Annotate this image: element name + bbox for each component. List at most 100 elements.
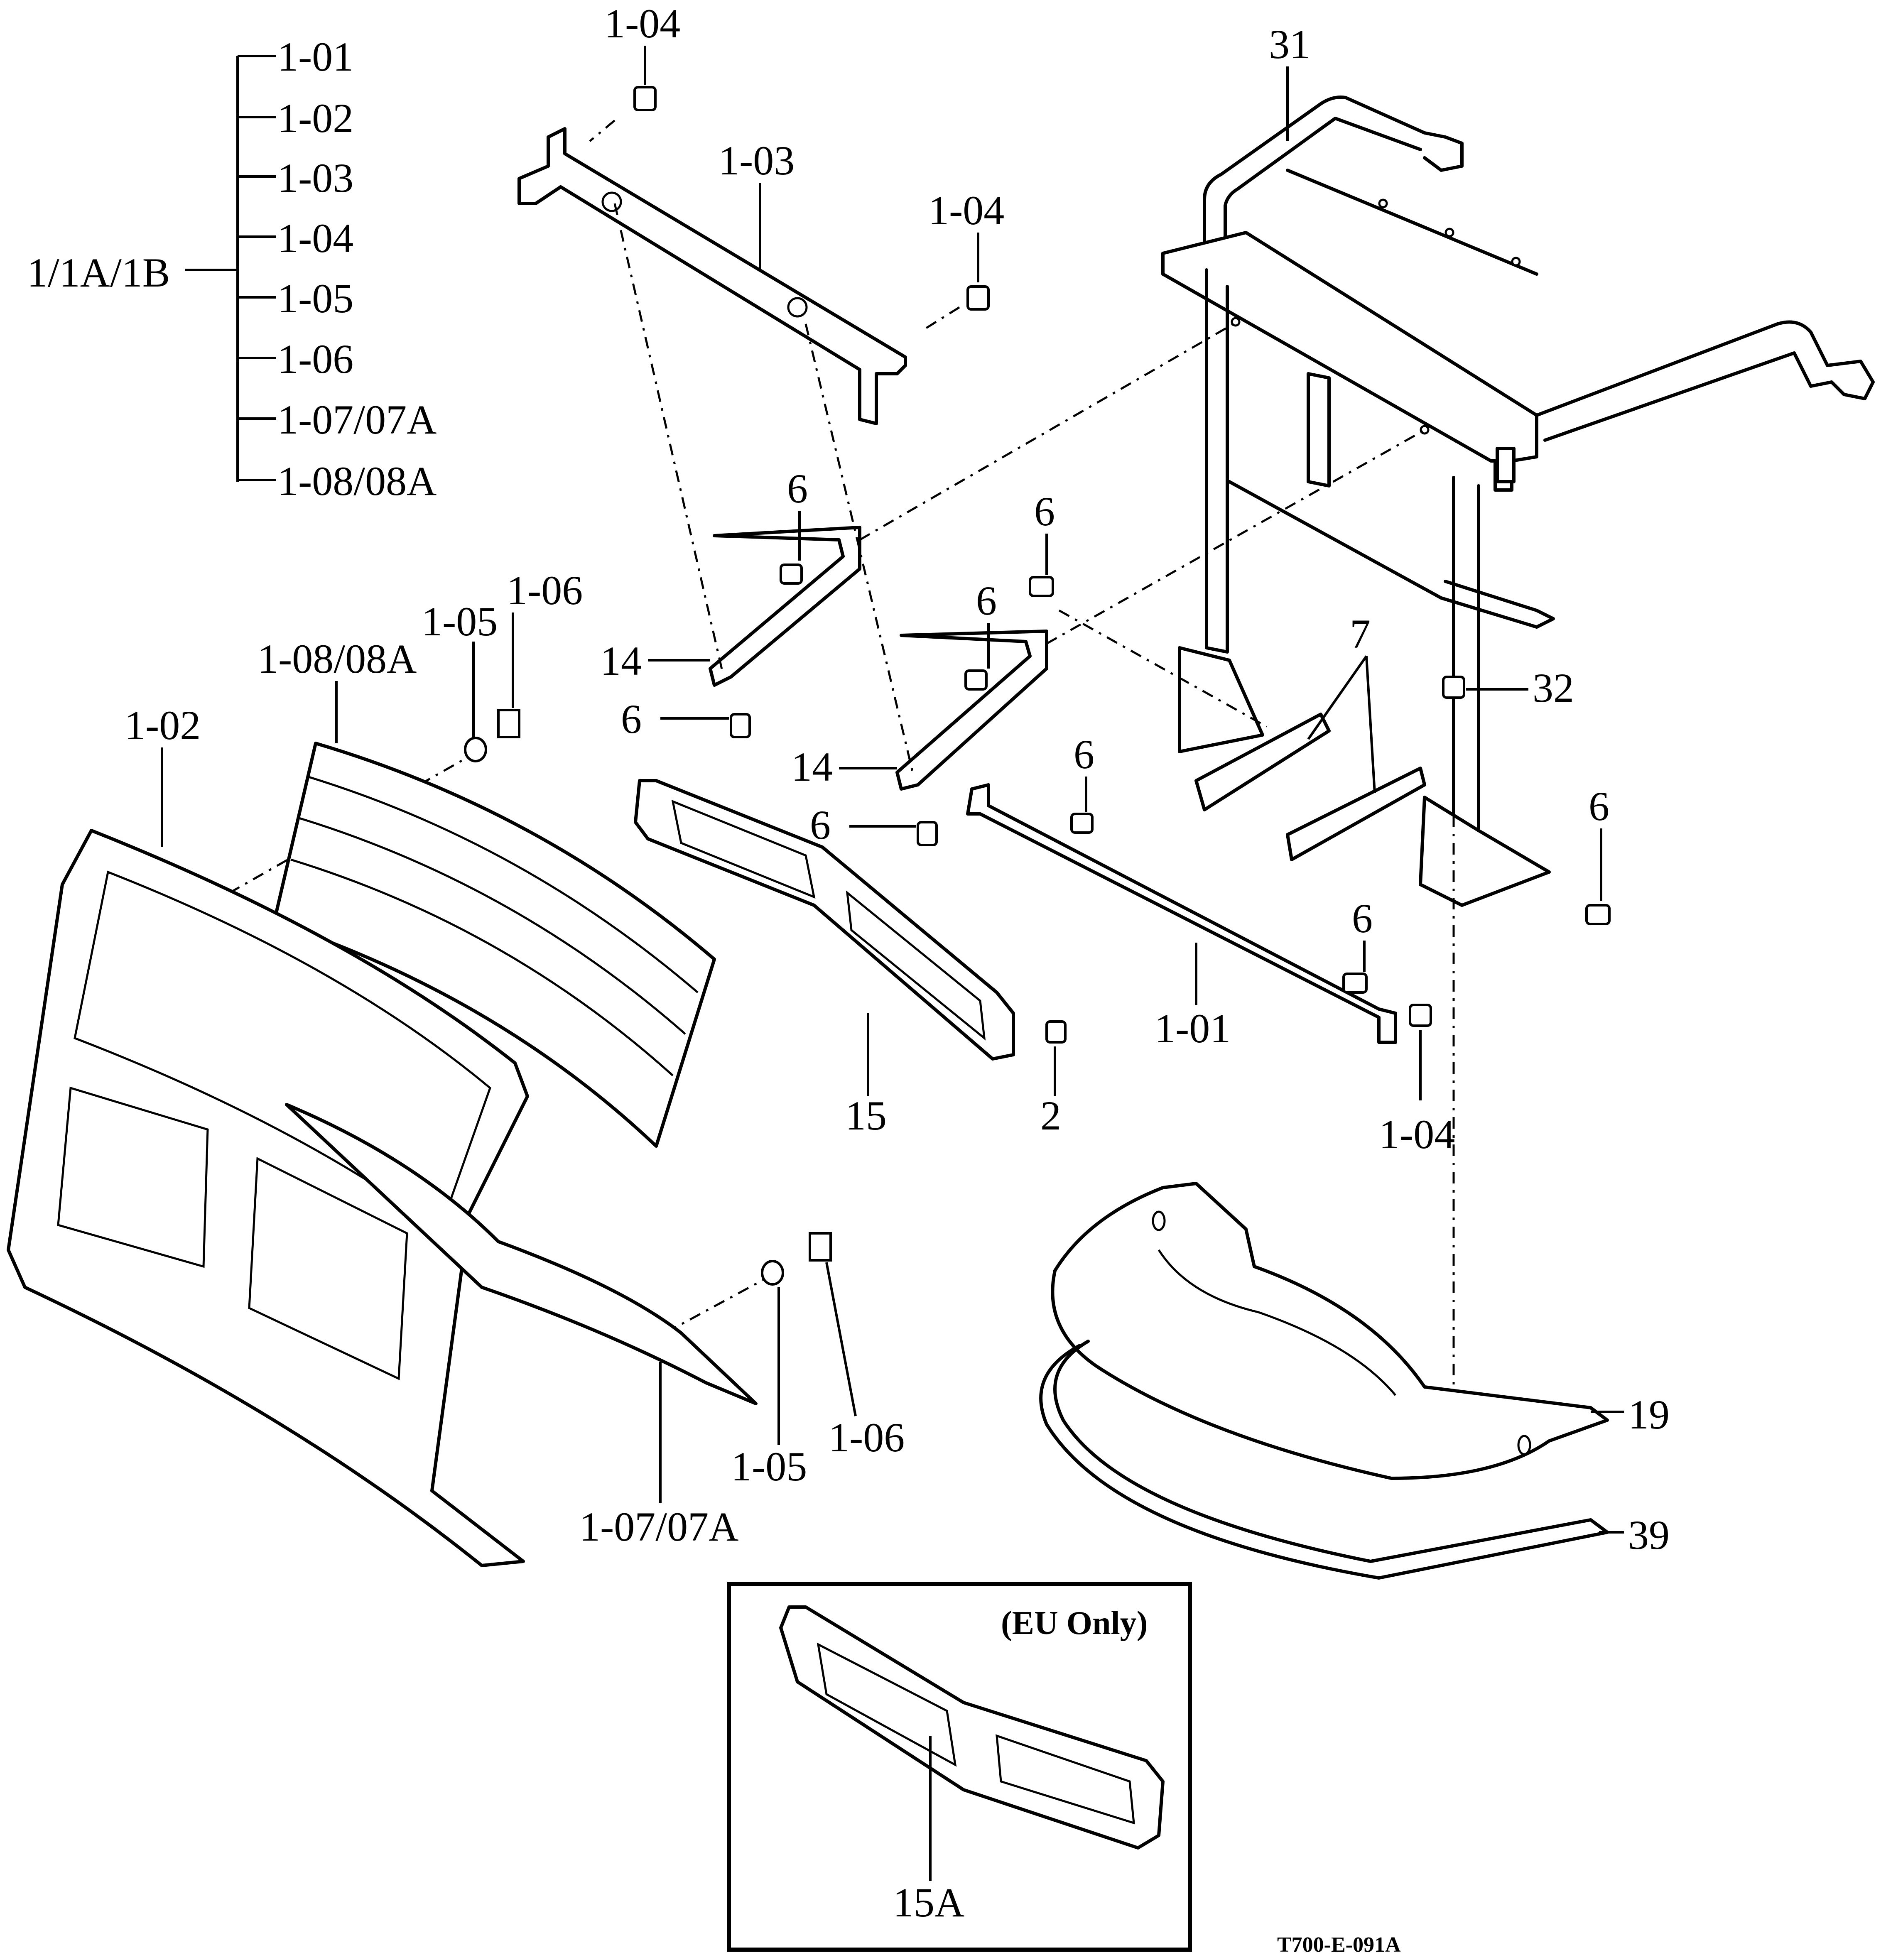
washer-1-05 <box>761 1260 784 1286</box>
tree-child-label: 1-02 <box>277 95 353 141</box>
inset-note: (EU Only) <box>1001 1605 1148 1642</box>
callout-19: 19 <box>1628 1392 1670 1438</box>
leader-line <box>1365 656 1376 794</box>
tray-inner-edge <box>1158 1249 1396 1396</box>
assembly-tree: 1/1A/1B 1-01 1-02 1-03 1-04 1-05 1-06 1-… <box>27 34 437 504</box>
callout-39: 39 <box>1628 1512 1670 1558</box>
tree-child-label: 1-08/08A <box>277 458 437 504</box>
part-14-stay-lower: 14 6 6 <box>791 578 1048 848</box>
grille-slat <box>299 817 686 1035</box>
plate-window <box>671 799 816 899</box>
bracket-bar <box>966 783 1397 1044</box>
plate-outline <box>634 779 1015 1061</box>
frame-latch <box>1496 447 1516 483</box>
nut-1-06 <box>809 1232 832 1262</box>
part-1-07-trim: 1-07/07A <box>285 1103 758 1550</box>
bolt-6 <box>780 564 803 585</box>
plate-window <box>846 890 986 1041</box>
bolt-head <box>966 285 990 311</box>
hole <box>1444 228 1454 238</box>
callout-6-h: 6 <box>1352 895 1373 941</box>
tree-parent-label: 1/1A/1B <box>27 250 170 296</box>
inset-eu-only: (EU Only) 15A <box>727 1582 1192 1952</box>
bolt-6 <box>917 821 938 846</box>
grille-body <box>272 742 716 1148</box>
callout-1-04-bot: 1-04 <box>1379 1111 1455 1157</box>
part-1-08-grille: 1-08/08A <box>258 636 716 1148</box>
gasket-window <box>996 1734 1135 1825</box>
bolt-1-04-top: 1-04 <box>589 0 680 142</box>
fasteners-top: 1-05 1-06 <box>422 567 583 762</box>
callout-1-04-top: 1-04 <box>604 0 680 47</box>
frame-post-right <box>1452 476 1480 849</box>
callout-1-04-mid: 1-04 <box>928 187 1004 233</box>
inset-border <box>727 1582 1192 1952</box>
drawing-code: T700-E-091A <box>1277 1933 1401 1957</box>
keyhole-slot <box>1152 1210 1166 1231</box>
tree-child-label: 1-04 <box>277 215 353 261</box>
bolt-1-04 <box>1409 1004 1432 1027</box>
callout-6-c: 6 <box>976 578 997 624</box>
bolt-6 <box>1070 813 1094 834</box>
part-14-stay-upper: 14 6 6 <box>600 466 861 742</box>
callout-1-01: 1-01 <box>1155 1005 1231 1051</box>
grille-slat <box>290 858 674 1076</box>
bolt-head <box>1029 576 1054 597</box>
assembly-lines <box>207 203 1455 1437</box>
bolt-32: 32 <box>1442 665 1574 711</box>
callout-1-06-bot: 1-06 <box>829 1414 905 1460</box>
assembly-line <box>1058 609 1268 728</box>
part-15-plate: 15 2 <box>634 779 1067 1139</box>
stay-arm <box>709 526 861 687</box>
frame-post-left <box>1205 268 1229 654</box>
callout-2: 2 <box>1040 1093 1061 1139</box>
callout-6-g: 6 <box>1074 731 1094 777</box>
bolt-2 <box>1045 1020 1067 1044</box>
frame-rail-right <box>1535 320 1875 442</box>
callout-1-03: 1-03 <box>719 137 795 184</box>
tree-child-label: 1-05 <box>277 275 353 321</box>
bolt-1-04-mid: 1-04 <box>925 187 1004 329</box>
bracket-7b <box>1286 767 1426 861</box>
frame-lower-crossbar <box>1228 480 1555 629</box>
tree-child-label: 1-06 <box>277 336 353 382</box>
part-7-brackets: 7 <box>1194 611 1426 861</box>
part-31-frame: 31 <box>1161 21 1875 907</box>
part-1-02-frame: 1-02 <box>7 702 529 1567</box>
bracket-bar <box>517 127 907 425</box>
callout-15a: 15A <box>893 1879 964 1926</box>
hole <box>1231 317 1241 327</box>
assembly-line <box>925 306 960 329</box>
callout-6-b: 6 <box>621 696 642 742</box>
callout-7: 7 <box>1350 611 1371 657</box>
assembly-line <box>672 1274 773 1330</box>
gasket-15a-outline <box>779 1605 1165 1850</box>
bolt-6-frame: 6 <box>1029 488 1055 597</box>
part-1-01-bracket: 6 6 1-01 1-04 <box>966 731 1455 1157</box>
frame-bracket <box>1307 372 1331 488</box>
callout-6-d: 6 <box>810 802 831 848</box>
callout-1-06-top: 1-06 <box>507 567 583 613</box>
bolt-6 <box>964 669 988 691</box>
tree-child-label: 1-03 <box>277 155 353 201</box>
hole <box>1511 257 1521 267</box>
part-1-03-bracket: 1-03 <box>517 127 907 425</box>
hole <box>1378 198 1388 208</box>
assembly-line <box>1046 426 1430 645</box>
leader-line <box>1307 655 1368 740</box>
callout-1-02: 1-02 <box>125 702 201 748</box>
callout-6-e: 6 <box>1034 488 1055 534</box>
nut <box>787 297 808 318</box>
bolt-head <box>1442 676 1465 699</box>
callout-1-07: 1-07/07A <box>579 1504 738 1550</box>
stay-arm <box>895 630 1048 791</box>
leader-line <box>825 1262 857 1416</box>
keyhole-slot <box>1517 1435 1531 1455</box>
bracket-7a <box>1194 713 1331 811</box>
part-19-tray: 19 <box>1051 1182 1670 1480</box>
callout-14-b: 14 <box>791 744 833 790</box>
bolt-head <box>1585 904 1611 925</box>
tree-child-label: 1-01 <box>277 34 353 80</box>
trim-body <box>285 1103 758 1405</box>
